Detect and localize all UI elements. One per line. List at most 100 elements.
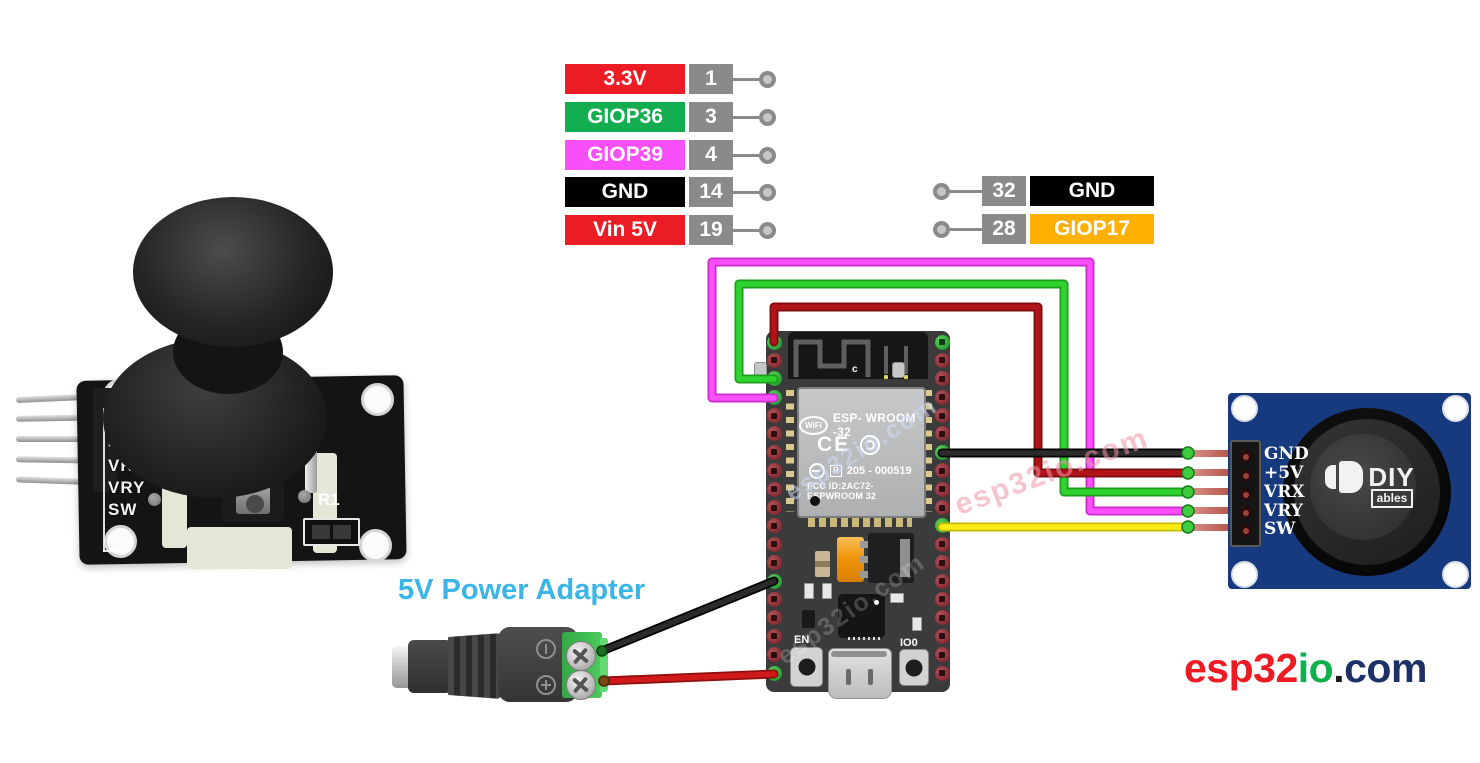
legend-connector-line bbox=[733, 153, 759, 157]
mounting-hole bbox=[361, 383, 394, 416]
esp32-pin-hole bbox=[934, 444, 950, 460]
diyables-logo: DIY ables bbox=[1320, 461, 1420, 508]
header-pin-hole bbox=[1239, 506, 1252, 519]
pin-hole-icon bbox=[933, 182, 950, 200]
header-pin bbox=[16, 436, 108, 442]
pin-number: 32 bbox=[982, 176, 1026, 206]
watermark-text: esp32io.com bbox=[950, 421, 1154, 522]
power-adapter-title: 5V Power Adapter bbox=[398, 574, 646, 606]
pin-number: 19 bbox=[689, 215, 733, 245]
legend-row-gnd-right: 32 GND bbox=[933, 176, 1154, 206]
mounting-hole bbox=[1231, 395, 1258, 422]
pin-label: VRY bbox=[108, 478, 146, 497]
esp32-pin-hole bbox=[766, 536, 782, 552]
esp32-pin-hole bbox=[934, 389, 950, 405]
esp32-pin-hole bbox=[766, 481, 782, 497]
legend-row-giop39: GIOP39 4 bbox=[565, 140, 776, 170]
pin-hole-icon bbox=[759, 108, 776, 126]
micro-usb-port bbox=[828, 648, 892, 699]
pin-hole-icon bbox=[933, 220, 950, 238]
legend-row-giop36: GIOP36 3 bbox=[565, 102, 776, 132]
jack-strain-relief bbox=[448, 633, 502, 699]
fcc-id-text: FCC ID:2AC72-ESPWROOM 32 bbox=[807, 481, 877, 501]
joystick-cap bbox=[133, 197, 333, 347]
terminal-screw bbox=[566, 670, 596, 700]
site-logo-io: io bbox=[1297, 645, 1334, 691]
regulator-tab bbox=[900, 539, 910, 577]
regulator-leg bbox=[860, 571, 868, 578]
pin-hole-icon bbox=[759, 221, 776, 239]
pin-function-label: 3.3V bbox=[565, 64, 685, 94]
wifi-logo: WiFi bbox=[799, 415, 828, 435]
esp32-pin-hole bbox=[934, 371, 950, 387]
rivet-dot bbox=[148, 493, 161, 506]
pin-hole-icon bbox=[759, 146, 776, 164]
capacitor bbox=[837, 537, 864, 582]
chip-pin-dots bbox=[848, 637, 880, 640]
mounting-hole bbox=[1442, 395, 1469, 422]
registered-mark: R bbox=[830, 465, 842, 477]
polarity-tip-icon bbox=[536, 639, 556, 659]
legend-row-giop17: 28 GIOP17 bbox=[933, 214, 1154, 244]
cert-icon bbox=[809, 463, 825, 479]
pin-label: SW bbox=[1264, 519, 1296, 539]
ce-mark: CE bbox=[817, 433, 851, 456]
esp32-devkit-board: c WiFi ESP- WROOM -32 CE R 205 - 000519 … bbox=[754, 331, 950, 699]
pin-hole-icon bbox=[759, 70, 776, 88]
legend-row-3v3: 3.3V 1 bbox=[565, 64, 776, 94]
usb-slot bbox=[846, 669, 851, 685]
polarity-plus-icon bbox=[536, 675, 556, 695]
pin-function-label: Vin 5V bbox=[565, 215, 685, 245]
legend-connector-line bbox=[950, 227, 982, 231]
pin-label: SW bbox=[108, 500, 138, 519]
switch-assembly-pivot bbox=[246, 495, 264, 513]
joystick-base-part bbox=[187, 527, 292, 569]
io0-button-label: IO0 bbox=[900, 637, 918, 649]
esp32-pin-hole bbox=[766, 408, 782, 424]
silkscreen-bracket bbox=[103, 408, 123, 552]
castellated-pads bbox=[786, 390, 794, 512]
legend-connector-line bbox=[950, 189, 982, 193]
antenna-label: c bbox=[852, 364, 858, 375]
pin-number: 1 bbox=[689, 64, 733, 94]
legend-connector-line bbox=[733, 190, 759, 194]
antenna-trace-icon bbox=[793, 339, 908, 377]
esp32-pin-hole bbox=[934, 536, 950, 552]
pin-label: GND bbox=[1264, 444, 1309, 464]
esp32-pin-hole bbox=[766, 628, 782, 644]
esp32-pin-hole bbox=[934, 518, 950, 534]
brand-text: DIY bbox=[1368, 461, 1415, 492]
esp32-pin-hole bbox=[766, 352, 782, 368]
jack-tip bbox=[392, 646, 412, 688]
esp32-pin-hole bbox=[766, 591, 782, 607]
legend-connector-line bbox=[733, 228, 759, 232]
resistor-component bbox=[815, 551, 830, 577]
esp32-pin-hole bbox=[934, 408, 950, 424]
pin-number: 4 bbox=[689, 140, 733, 170]
usb-slot bbox=[868, 669, 873, 685]
esp32-pin-hole bbox=[766, 665, 782, 681]
en-button-label: EN bbox=[794, 634, 810, 646]
esp32-pin-hole bbox=[934, 610, 950, 626]
wifi-antenna: c bbox=[788, 332, 928, 379]
esp32-pin-hole bbox=[766, 389, 782, 405]
transistor bbox=[802, 610, 815, 628]
dc-power-jack bbox=[390, 625, 690, 710]
esp32-pin-hole bbox=[766, 371, 782, 387]
conformity-swirl-icon bbox=[860, 435, 881, 455]
esp32-pin-hole bbox=[766, 426, 782, 442]
site-logo-dot: . bbox=[1333, 645, 1345, 691]
pin-number: 14 bbox=[689, 177, 733, 207]
header-pin-hole bbox=[1239, 488, 1252, 501]
brand-subtext: ables bbox=[1370, 489, 1414, 508]
usb-uart-chip bbox=[838, 594, 885, 638]
mounting-hole bbox=[359, 529, 392, 562]
esp32-pin-hole bbox=[766, 463, 782, 479]
resistor-label: R1 bbox=[318, 490, 340, 509]
castellated-pads bbox=[808, 518, 912, 527]
esp32-pin-hole bbox=[766, 334, 782, 350]
resistor-r1 bbox=[303, 518, 360, 546]
module-pin-shaft bbox=[1184, 507, 1234, 514]
legend-connector-line bbox=[733, 77, 759, 81]
brand-icon bbox=[1325, 465, 1337, 489]
